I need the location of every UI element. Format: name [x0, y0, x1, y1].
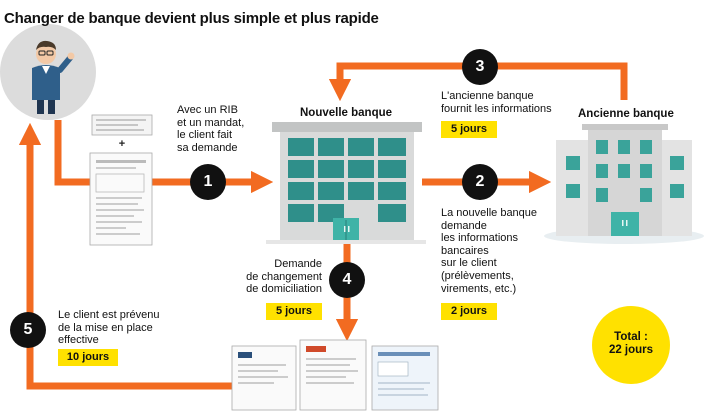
- total-label: Total :: [614, 331, 648, 343]
- svg-text:+: +: [119, 138, 125, 150]
- step-2-text: La nouvelle banque demande les informati…: [441, 207, 537, 295]
- step-1-line: le client fait: [177, 129, 233, 142]
- arrow-step-5: [18, 122, 232, 390]
- step-5-line: de la mise en place: [58, 321, 153, 334]
- step-2-line: (prélèvements,: [441, 269, 514, 282]
- step-4-text: Demande de changement de domiciliation: [226, 258, 322, 296]
- step-5-circle: 5: [10, 312, 46, 348]
- step-2-duration: 2 jours: [441, 303, 497, 320]
- step-3-circle: 3: [462, 49, 498, 85]
- step-3-text: L'ancienne banque fournit les informatio…: [441, 90, 552, 115]
- step-3-line: L'ancienne banque: [441, 90, 534, 102]
- step-5-line: effective: [58, 334, 99, 347]
- step-4-line: de domiciliation: [246, 283, 322, 296]
- step-2-line: bancaires: [441, 244, 489, 257]
- step-4-line: Demande: [274, 258, 322, 270]
- step-2-line: La nouvelle banque: [441, 207, 538, 219]
- step-1-circle: 1: [190, 164, 226, 200]
- step-1-text: Avec un RIB et un mandat, le client fait…: [177, 104, 244, 154]
- step-1-line: Avec un RIB: [177, 104, 238, 116]
- step-5-line: Le client est prévenu: [58, 309, 160, 321]
- old-bank-label: Ancienne banque: [578, 108, 674, 120]
- total-badge: Total : 22 jours: [592, 306, 670, 384]
- step-3-line: fournit les informations: [441, 102, 552, 115]
- step-4-circle: 4: [329, 262, 365, 298]
- step-5-duration: 10 jours: [58, 349, 118, 366]
- step-3-duration: 5 jours: [441, 121, 497, 138]
- step-1-line: et un mandat,: [177, 116, 245, 129]
- step-2-circle: 2: [462, 164, 498, 200]
- total-value: 22 jours: [608, 344, 654, 356]
- step-5-text: Le client est prévenu de la mise en plac…: [58, 309, 160, 347]
- step-4-duration: 5 jours: [266, 303, 322, 320]
- client-avatar-icon: [0, 24, 96, 120]
- old-bank-building-icon: [544, 124, 704, 244]
- step-2-line: les informations: [441, 232, 519, 245]
- new-bank-building-icon: [266, 122, 426, 244]
- letters-icon: [231, 339, 439, 411]
- new-bank-label: Nouvelle banque: [300, 107, 393, 119]
- step-4-line: de changement: [246, 270, 322, 283]
- step-1-line: sa demande: [177, 141, 238, 154]
- step-2-line: virements, etc.): [441, 282, 517, 295]
- step-2-line: sur le client: [441, 257, 497, 270]
- page-title: Changer de banque devient plus simple et…: [4, 10, 379, 27]
- step-2-line: demande: [441, 219, 487, 232]
- documents-icon: +: [89, 114, 153, 246]
